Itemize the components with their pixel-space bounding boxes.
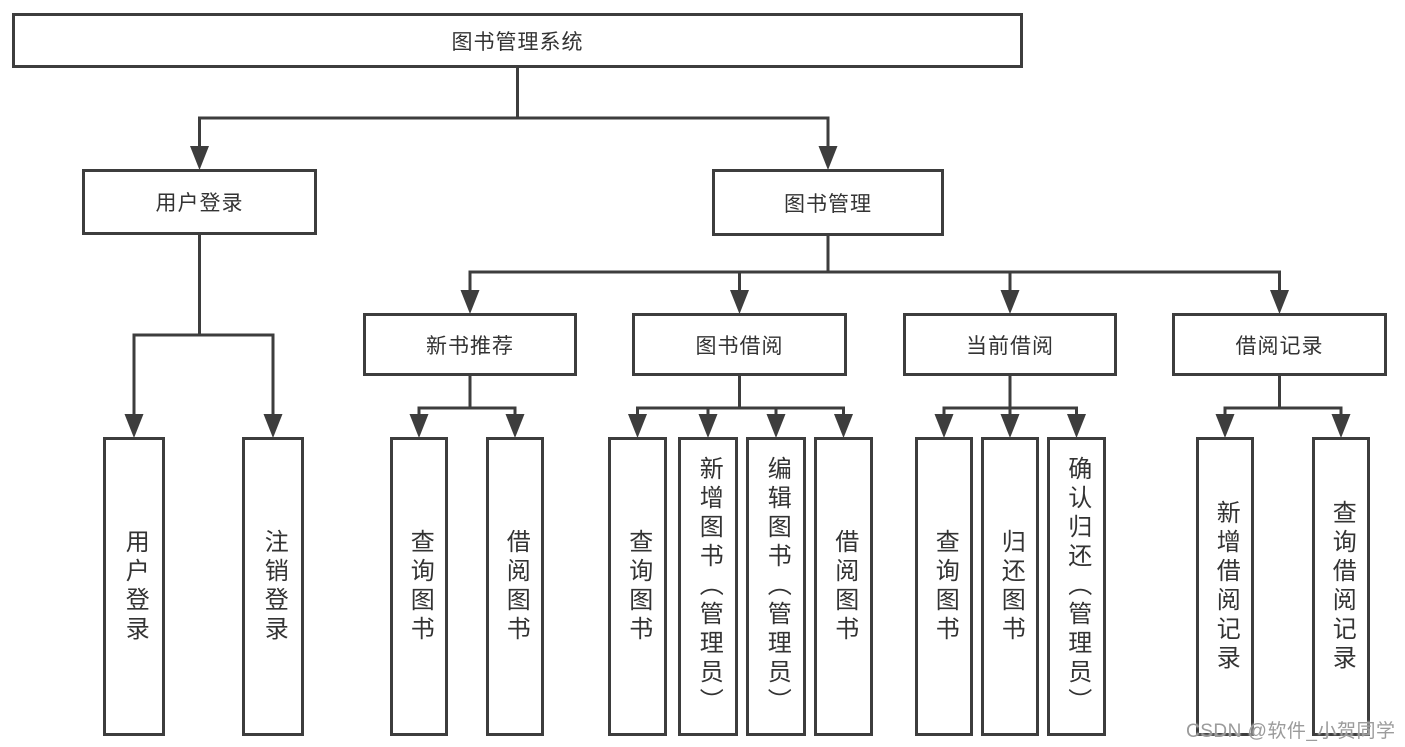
node-label: 图书管理系统 xyxy=(451,30,584,54)
node-label: 查询图书 xyxy=(406,528,434,645)
connector-user-login xyxy=(132,232,275,421)
node-v-query-books-1: 查询图书 xyxy=(390,437,448,736)
arrowhead-icon xyxy=(460,290,480,314)
arrowhead-icon xyxy=(766,414,786,438)
node-label: 图书管理 xyxy=(784,192,872,216)
node-v-logout: 注销登录 xyxy=(242,437,304,736)
connector-borrow-records xyxy=(1223,373,1343,421)
connector-current-borrow xyxy=(942,373,1078,421)
arrowhead-icon xyxy=(1000,414,1020,438)
connector-new-book-rec xyxy=(417,373,517,421)
node-v-borrow-books-1: 借阅图书 xyxy=(486,437,544,736)
node-v-query-books-3: 查询图书 xyxy=(915,437,973,736)
node-label: 注销登录 xyxy=(260,528,288,645)
arrowhead-icon xyxy=(730,290,749,314)
node-label: 查询图书 xyxy=(624,528,652,645)
node-label: 用户登录 xyxy=(121,528,149,645)
node-label: 借阅图书 xyxy=(502,528,530,645)
arrowhead-icon xyxy=(1067,414,1086,438)
node-current-borrow: 当前借阅 xyxy=(903,313,1117,376)
arrowhead-icon xyxy=(934,414,954,438)
connector-root xyxy=(198,65,830,153)
node-book-mgmt: 图书管理 xyxy=(712,169,944,236)
node-v-edit-book: 编辑图书（管理员） xyxy=(746,437,806,736)
arrowhead-icon xyxy=(263,414,283,438)
arrowhead-icon xyxy=(698,414,718,438)
node-root: 图书管理系统 xyxy=(12,13,1023,68)
node-book-borrow: 图书借阅 xyxy=(632,313,847,376)
node-v-user-login: 用户登录 xyxy=(103,437,165,736)
node-label: 用户登录 xyxy=(155,192,244,215)
node-v-add-book: 新增图书（管理员） xyxy=(678,437,738,736)
arrowhead-icon xyxy=(124,414,144,438)
arrowhead-icon xyxy=(834,414,853,438)
connector-book-borrow xyxy=(636,373,845,421)
node-label: 当前借阅 xyxy=(966,334,1054,358)
node-label: 新增借阅记录 xyxy=(1212,499,1240,674)
arrowhead-icon xyxy=(1331,414,1351,438)
node-v-query-record: 查询借阅记录 xyxy=(1312,437,1370,736)
node-v-add-record: 新增借阅记录 xyxy=(1196,437,1254,736)
node-v-confirm-return: 确认归还（管理员） xyxy=(1047,437,1106,736)
node-label: 编辑图书（管理员） xyxy=(763,456,791,717)
node-label: 新书推荐 xyxy=(426,334,514,358)
node-new-book-rec: 新书推荐 xyxy=(363,313,577,376)
node-label: 确认归还（管理员） xyxy=(1063,456,1091,717)
arrowhead-icon xyxy=(1270,290,1289,314)
arrowhead-icon xyxy=(505,414,525,438)
node-label: 图书借阅 xyxy=(695,334,784,358)
node-label: 新增图书（管理员） xyxy=(695,456,723,717)
arrowhead-icon xyxy=(190,146,209,170)
watermark-text: CSDN @软件_小贺同学 xyxy=(1186,721,1396,742)
arrowhead-icon xyxy=(409,414,429,438)
node-borrow-records: 借阅记录 xyxy=(1172,313,1387,376)
arrowhead-icon xyxy=(818,146,838,170)
node-v-borrow-books-2: 借阅图书 xyxy=(814,437,873,736)
node-label: 归还图书 xyxy=(997,528,1025,645)
connector-book-mgmt xyxy=(468,233,1281,297)
node-v-query-books-2: 查询图书 xyxy=(608,437,667,736)
node-user-login: 用户登录 xyxy=(82,169,317,235)
arrowhead-icon xyxy=(1000,290,1020,314)
node-label: 借阅记录 xyxy=(1235,334,1324,358)
node-label: 查询图书 xyxy=(931,528,959,645)
node-v-return-book: 归还图书 xyxy=(981,437,1039,736)
arrowhead-icon xyxy=(1215,414,1235,438)
node-label: 借阅图书 xyxy=(830,528,858,645)
arrowhead-icon xyxy=(628,414,647,438)
node-label: 查询借阅记录 xyxy=(1328,499,1356,674)
